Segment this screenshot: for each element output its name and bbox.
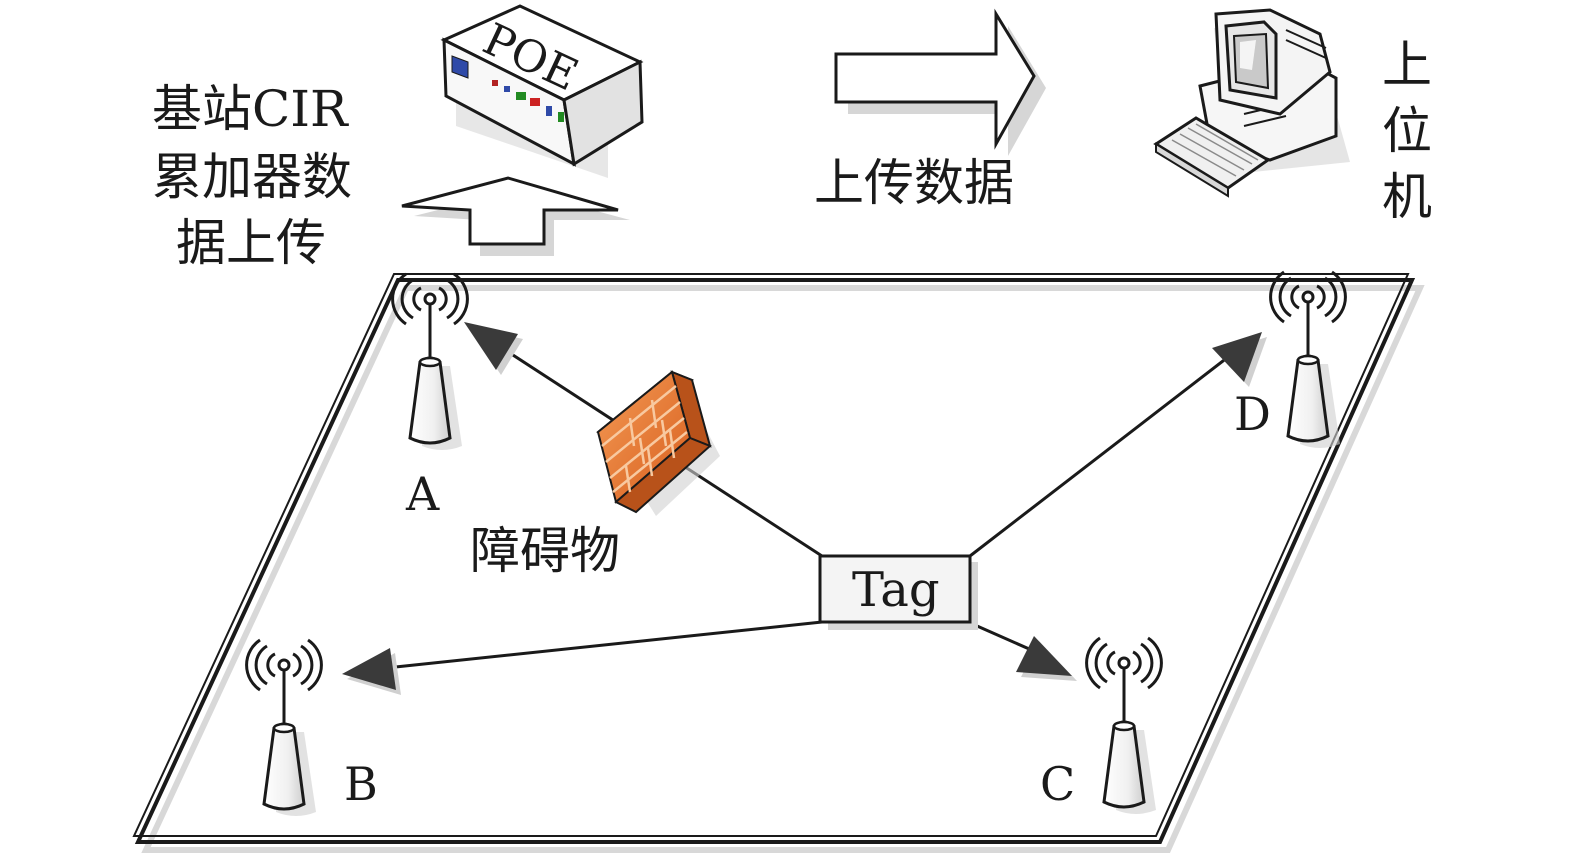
upload-label-line-1: 基站CIR <box>152 80 349 138</box>
obstacle-label: 障碍物 <box>470 522 620 580</box>
upload-label-line-3: 据上传 <box>176 214 326 272</box>
tag-node: Tag <box>818 554 978 630</box>
uwb-anchor-antenna-icon <box>391 272 469 452</box>
arrow-head-to-d <box>1212 332 1262 382</box>
anchor-d-label: D <box>1234 387 1271 441</box>
upload-label-line-2: 累加器数 <box>152 148 352 206</box>
upload-right-arrow-icon <box>834 8 1046 156</box>
floor-plane <box>132 273 1425 853</box>
arrow-head-to-a <box>464 322 518 370</box>
anchor-c: C <box>1040 636 1163 816</box>
poe-switch-icon: POE <box>440 4 644 178</box>
upload-up-arrow-icon <box>401 176 630 256</box>
uwb-anchor-antenna-icon <box>245 638 323 818</box>
brick-wall-icon <box>596 370 720 516</box>
host-label-char-1: 上 <box>1382 36 1432 94</box>
anchor-a-label: A <box>405 467 440 521</box>
arrow-head-to-b <box>342 648 396 690</box>
uwb-anchor-antenna-icon <box>1085 636 1163 816</box>
host-label-char-2: 位 <box>1382 102 1432 160</box>
host-computer-label: 上 位 机 <box>1382 36 1432 226</box>
anchor-d: D <box>1234 270 1347 450</box>
anchor-b: B <box>245 638 378 818</box>
upload-description: 基站CIR 累加器数 据上传 <box>152 80 352 272</box>
anchor-c-label: C <box>1040 757 1075 811</box>
host-label-char-3: 机 <box>1382 168 1432 226</box>
upload-data-label: 上传数据 <box>814 154 1014 212</box>
signal-paths <box>342 322 1267 695</box>
arrow-head-to-c <box>1016 636 1072 676</box>
anchor-a: A <box>391 272 469 521</box>
desktop-computer-icon <box>1153 8 1350 198</box>
tag-label: Tag <box>852 562 940 618</box>
anchor-b-label: B <box>344 757 378 811</box>
uwb-anchor-antenna-icon <box>1269 270 1347 450</box>
